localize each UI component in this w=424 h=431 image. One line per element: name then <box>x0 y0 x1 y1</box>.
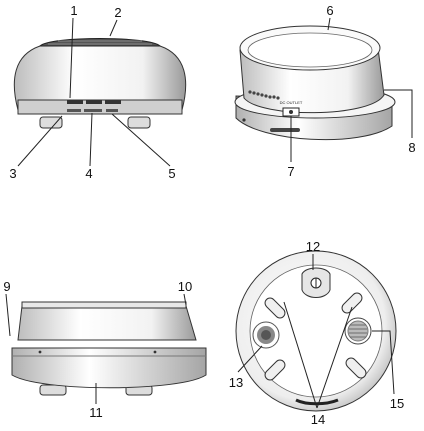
callout-6: 6 <box>326 3 333 18</box>
callout-7: 7 <box>287 164 294 179</box>
foot-slot-top-left <box>264 297 286 319</box>
button-lower-right <box>106 109 118 112</box>
callout-1: 1 <box>70 3 77 18</box>
callout-8: 8 <box>408 140 415 155</box>
top-grille <box>38 38 162 47</box>
side-foot-left <box>39 384 67 396</box>
rear-angled-view: DC OUTLET <box>234 17 413 162</box>
foot-slot-top-right <box>341 292 363 314</box>
button-3 <box>105 100 121 104</box>
control-buttons <box>67 100 121 112</box>
callout-15: 15 <box>390 396 404 411</box>
dc-outlet-label: DC OUTLET <box>280 100 303 105</box>
callout-3: 3 <box>9 166 16 181</box>
foot-right <box>127 116 151 129</box>
callout-13: 13 <box>229 375 243 390</box>
foot-left <box>39 116 63 129</box>
callout-12: 12 <box>306 239 320 254</box>
speaker-mesh <box>344 317 372 345</box>
callout-10: 10 <box>178 279 192 294</box>
callout-11: 11 <box>89 405 103 420</box>
bottom-view <box>235 250 397 412</box>
callout-labels: 1 2 3 4 5 6 7 8 9 10 11 12 13 14 15 <box>3 3 415 427</box>
side-top <box>17 305 197 341</box>
callout-9: 9 <box>3 279 10 294</box>
callout-2: 2 <box>114 5 121 20</box>
button-lower-left <box>67 109 81 112</box>
vent-dots <box>248 90 280 100</box>
front-view <box>13 17 187 167</box>
button-lower-mid <box>84 109 102 112</box>
side-base <box>11 347 207 389</box>
left-grille <box>252 321 280 349</box>
foot-slot-bottom-right <box>345 357 367 379</box>
side-view <box>5 293 207 404</box>
callout-4: 4 <box>85 166 92 181</box>
button-1 <box>67 100 83 104</box>
callout-14: 14 <box>311 412 325 427</box>
button-2 <box>86 100 102 104</box>
foot-slot-bottom-left <box>264 359 286 381</box>
callout-5: 5 <box>168 166 175 181</box>
